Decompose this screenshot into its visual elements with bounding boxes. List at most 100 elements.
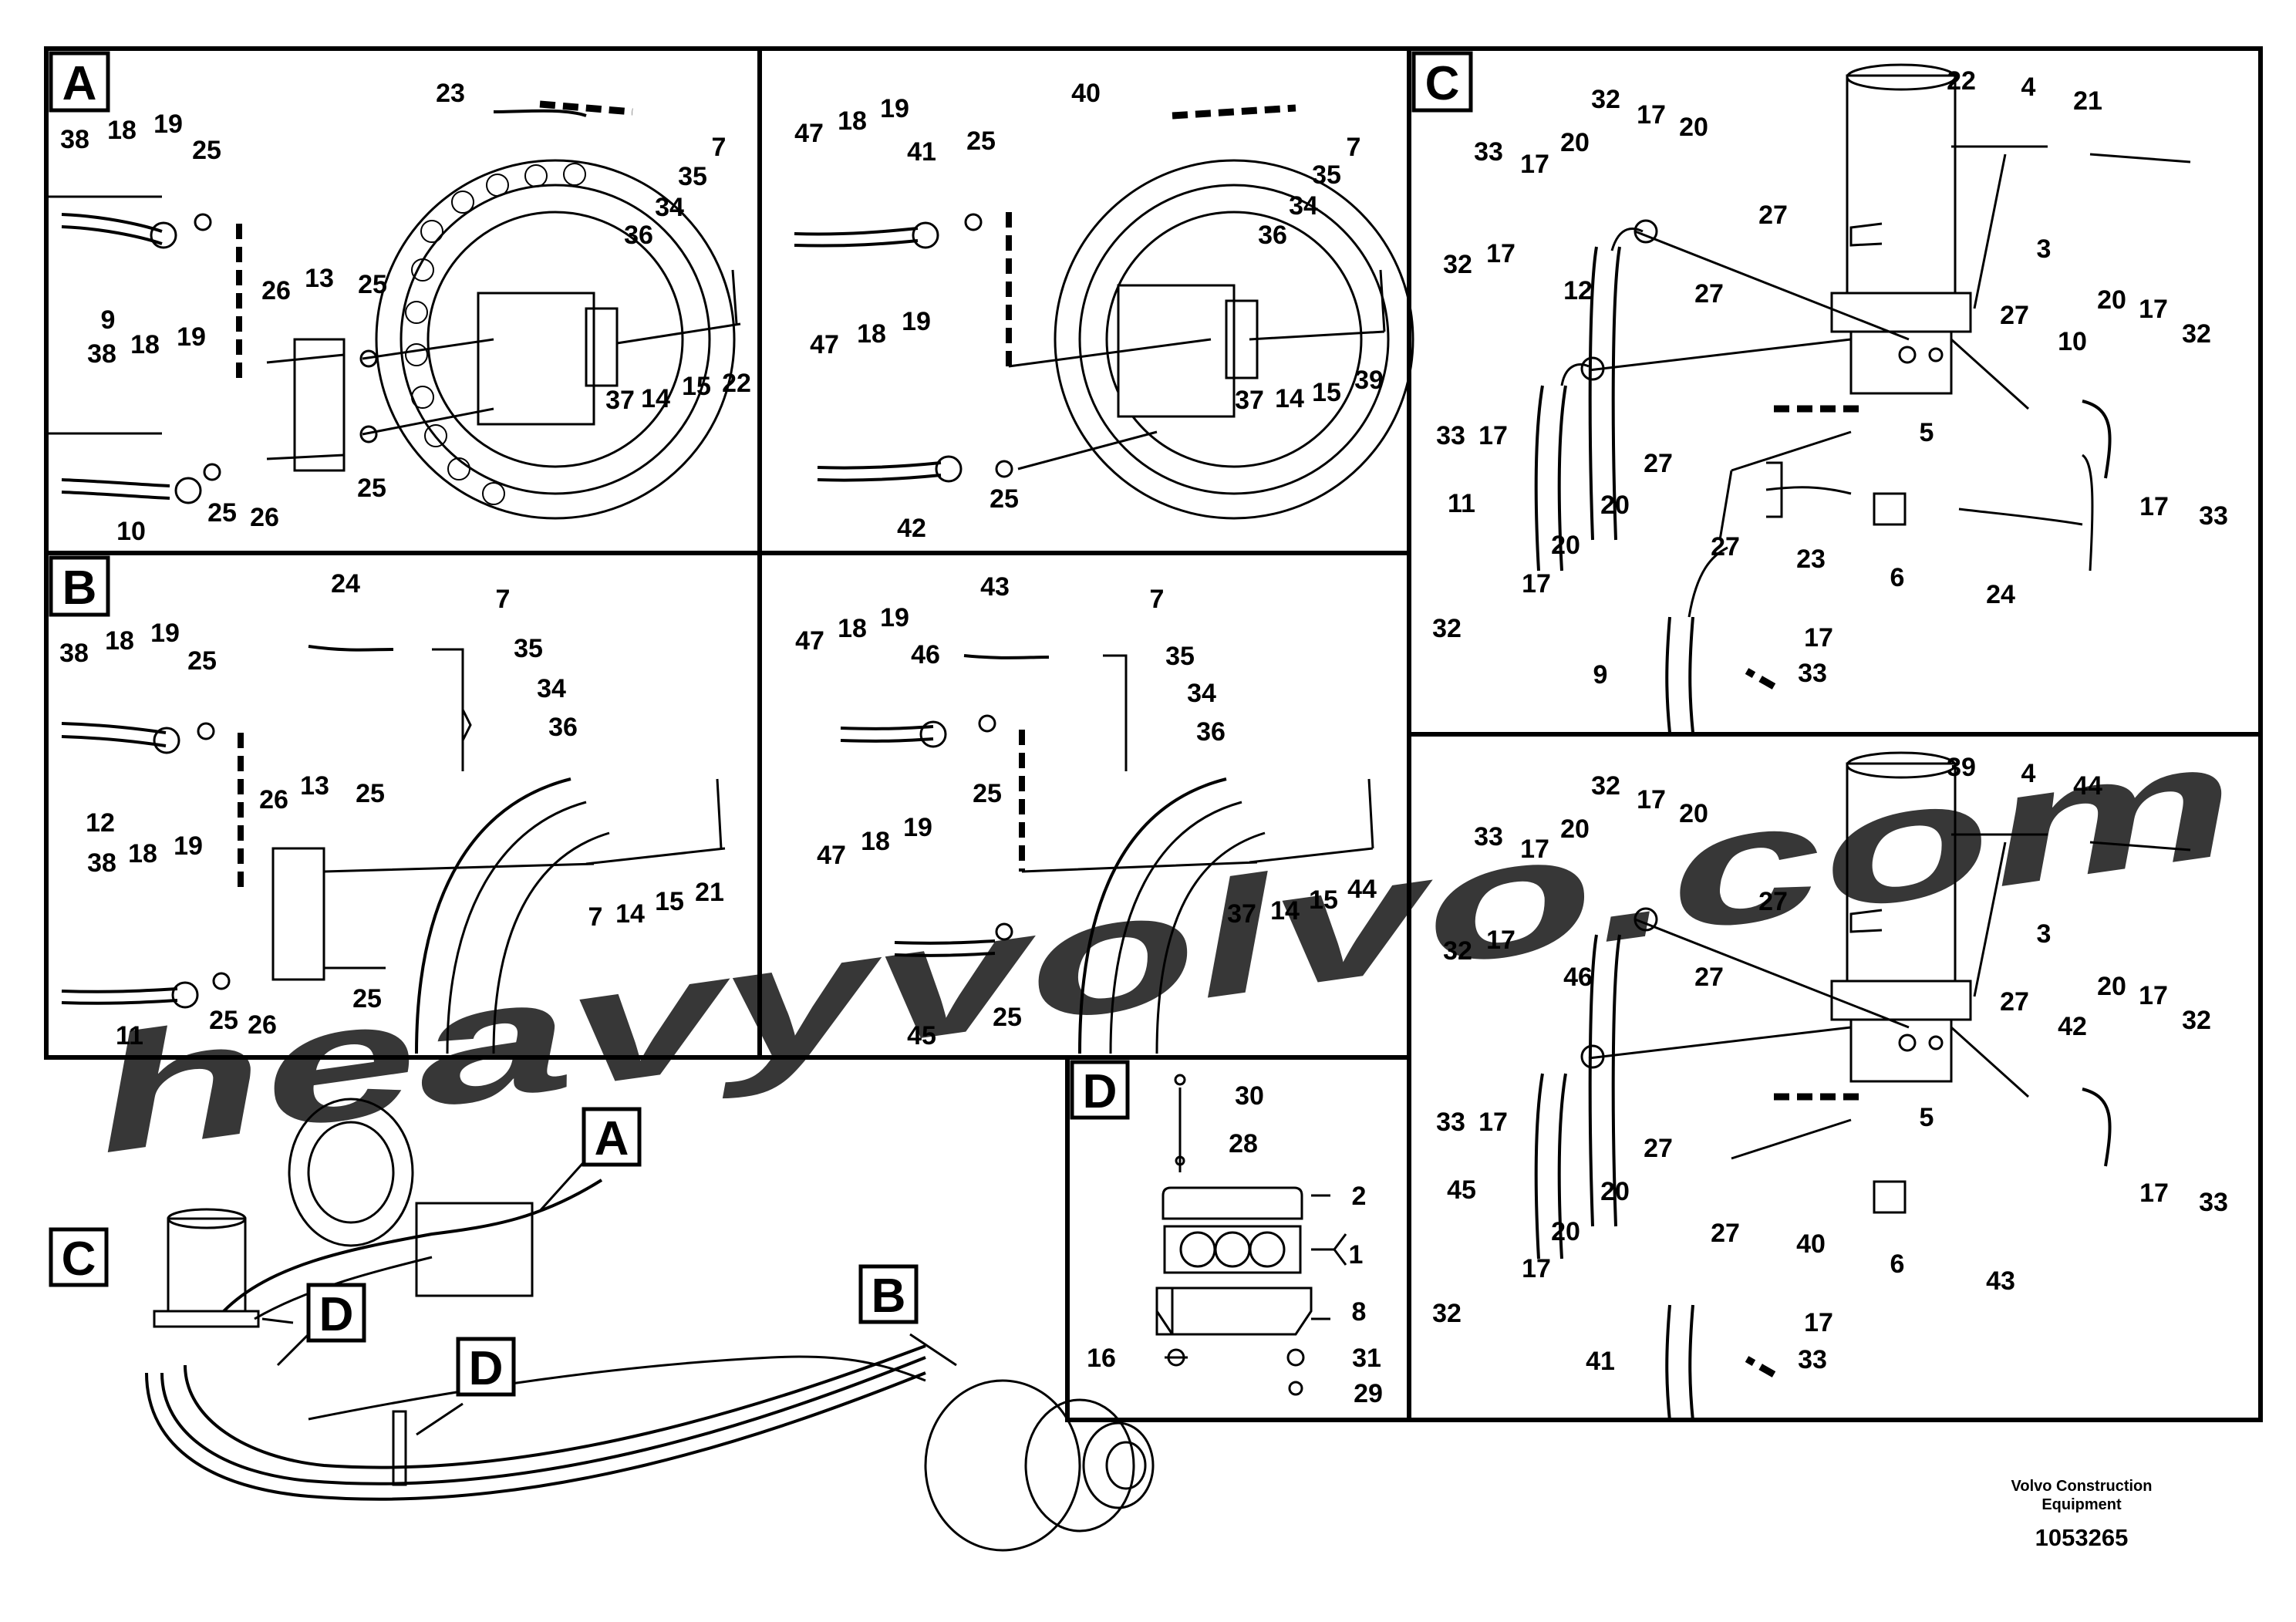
part-label: 15 xyxy=(1312,378,1341,407)
part-label: 7 xyxy=(496,585,511,614)
part-label: 42 xyxy=(897,514,926,543)
part-label: 17 xyxy=(2139,295,2168,324)
part-label: 36 xyxy=(1258,221,1287,250)
part-label: 15 xyxy=(682,372,711,401)
footer: Volvo Construction Equipment 1053265 xyxy=(2011,1478,2153,1551)
part-label: 6 xyxy=(1890,1249,1905,1279)
part-label: 15 xyxy=(1309,885,1338,915)
part-label: 20 xyxy=(2097,285,2126,315)
part-label: 17 xyxy=(1637,785,1666,814)
part-label: 14 xyxy=(1275,384,1304,413)
part-label: 2 xyxy=(1352,1182,1367,1211)
part-label: 25 xyxy=(966,126,996,156)
part-label: 43 xyxy=(1986,1266,2015,1296)
callout-c: C xyxy=(49,1227,109,1287)
part-label: 10 xyxy=(116,517,146,546)
drawing-panel-b2 xyxy=(840,654,1374,1054)
badge-panel-d: D xyxy=(1070,1060,1130,1120)
part-label: 33 xyxy=(1436,421,1465,450)
part-label: 20 xyxy=(1551,1217,1580,1246)
part-label: 17 xyxy=(2139,981,2168,1010)
part-label: 17 xyxy=(1486,926,1515,955)
part-label: 17 xyxy=(1520,150,1549,179)
part-label: 33 xyxy=(1436,1108,1465,1137)
part-label: 33 xyxy=(1798,1345,1827,1374)
part-label: 27 xyxy=(1694,279,1724,309)
part-label: 7 xyxy=(712,133,727,162)
part-label: 1 xyxy=(1349,1240,1364,1270)
part-label: 35 xyxy=(514,634,543,663)
part-label: 19 xyxy=(880,603,909,632)
part-label: 20 xyxy=(2097,972,2126,1001)
part-label: 13 xyxy=(305,264,334,293)
part-label: 4 xyxy=(2021,73,2036,102)
part-label: 19 xyxy=(174,831,203,861)
part-label: 20 xyxy=(1600,491,1630,520)
part-label: 27 xyxy=(1694,963,1724,992)
part-label: 16 xyxy=(1087,1344,1116,1373)
part-label: 19 xyxy=(177,322,206,352)
part-label: 22 xyxy=(1947,66,1976,96)
part-label: 9 xyxy=(1593,660,1608,690)
part-label: 32 xyxy=(1591,771,1620,801)
part-label: 17 xyxy=(1478,421,1508,450)
part-label: 33 xyxy=(2199,1188,2228,1217)
part-label: 36 xyxy=(548,713,578,742)
part-label: 32 xyxy=(2182,319,2211,349)
part-label: 25 xyxy=(207,498,237,528)
part-label: 26 xyxy=(261,276,291,305)
part-label: 6 xyxy=(1890,563,1905,592)
part-label: 13 xyxy=(300,771,329,801)
part-label: 25 xyxy=(352,984,382,1013)
part-label: 38 xyxy=(59,639,89,668)
part-label: 18 xyxy=(857,319,886,349)
part-label: 20 xyxy=(1551,531,1580,560)
part-label: 17 xyxy=(1522,1254,1551,1283)
part-label: 4 xyxy=(2021,759,2036,788)
drawing-panel-a2 xyxy=(794,104,1414,520)
part-label: 14 xyxy=(641,384,670,413)
part-label: 38 xyxy=(87,339,116,369)
part-label: 14 xyxy=(615,899,645,929)
part-label: 34 xyxy=(1187,679,1216,708)
part-label: 18 xyxy=(128,839,157,868)
part-label: 17 xyxy=(1478,1108,1508,1137)
part-label: 7 xyxy=(588,902,603,932)
part-label: 33 xyxy=(1474,137,1503,167)
callout-d-1: D xyxy=(306,1283,366,1343)
callout-a: A xyxy=(582,1107,642,1167)
part-label: 36 xyxy=(1196,717,1226,747)
part-label: 19 xyxy=(150,619,180,648)
part-label: 26 xyxy=(250,503,279,532)
part-label: 8 xyxy=(1352,1297,1367,1327)
part-label: 3 xyxy=(2037,234,2052,264)
part-label: 40 xyxy=(1796,1229,1826,1259)
part-label: 17 xyxy=(1486,239,1515,268)
svg-text:D: D xyxy=(469,1342,504,1395)
part-label: 25 xyxy=(357,474,386,503)
part-label: 36 xyxy=(624,221,653,250)
part-label: 38 xyxy=(87,848,116,878)
frame-panel-d xyxy=(1065,1055,1411,1422)
part-label: 17 xyxy=(1520,835,1549,864)
part-label: 25 xyxy=(187,646,217,676)
part-label: 21 xyxy=(695,878,724,907)
part-label: 25 xyxy=(358,270,387,299)
part-label: 12 xyxy=(86,808,115,838)
part-label: 21 xyxy=(2073,86,2102,116)
part-label: 19 xyxy=(902,307,931,336)
part-label: 47 xyxy=(795,626,824,656)
part-label: 5 xyxy=(1920,418,1934,447)
svg-text:A: A xyxy=(62,57,97,110)
drawing-panel-c xyxy=(1534,63,2191,733)
svg-text:B: B xyxy=(872,1270,906,1323)
part-label: 34 xyxy=(537,674,566,703)
part-label: 20 xyxy=(1600,1177,1630,1206)
badge-panel-a: A xyxy=(49,51,110,113)
part-label: 27 xyxy=(2000,301,2029,330)
part-label: 46 xyxy=(911,640,940,669)
